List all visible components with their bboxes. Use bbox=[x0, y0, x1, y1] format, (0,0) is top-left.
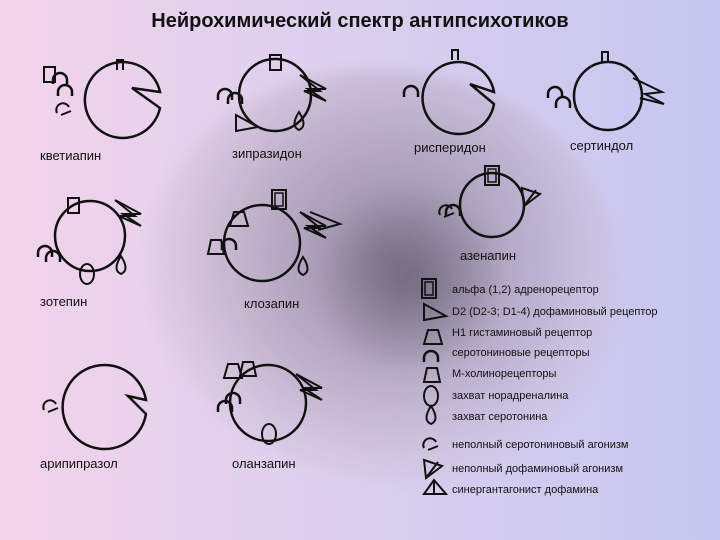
neuron-olanzapine bbox=[218, 362, 322, 444]
neuron-asenapine bbox=[439, 166, 540, 237]
label-olanzapine: оланзапин bbox=[232, 456, 296, 471]
label-zotepine: зотепин bbox=[40, 294, 87, 309]
label-ziprasidone: зипразидон bbox=[232, 146, 302, 161]
legend-label-d2: D2 (D2-3; D1-4) дофаминовый рецептор bbox=[452, 306, 658, 318]
label-clozapine: клозапин bbox=[244, 296, 299, 311]
legend-label-alpha: альфа (1,2) адренорецептор bbox=[452, 284, 599, 296]
neuron-ziprasidone bbox=[218, 55, 326, 131]
legend-label-partial-5ht: неполный серотониновый агонизм bbox=[452, 439, 628, 451]
legend-label-synergist: синергантагонист дофамина bbox=[452, 484, 598, 496]
legend-label-h1: H1 гистаминовый рецептор bbox=[452, 327, 592, 339]
label-aripiprazole: арипипразол bbox=[40, 456, 118, 471]
label-asenapine: азенапин bbox=[460, 248, 516, 263]
legend-label-partial-da: неполный дофаминовый агонизм bbox=[452, 463, 623, 475]
legend-label-5ht-reuptake: захват серотонина bbox=[452, 411, 547, 423]
legend-label-ne-reuptake: захват норадреналина bbox=[452, 390, 568, 402]
neuron-quetiapine bbox=[44, 60, 160, 138]
neuron-aripiprazole bbox=[43, 365, 146, 449]
legend-label-serotonin: серотониновые рецепторы bbox=[452, 347, 590, 359]
legend-label-m-cholino: М-холинорецепторы bbox=[452, 368, 556, 380]
label-sertindole: сертиндол bbox=[570, 138, 633, 153]
neuron-risperidone bbox=[404, 50, 494, 134]
legend-icons bbox=[422, 279, 446, 494]
neuron-clozapine bbox=[208, 190, 340, 281]
neuron-zotepine bbox=[38, 198, 141, 284]
label-quetiapine: кветиапин bbox=[40, 148, 101, 163]
label-risperidone: рисперидон bbox=[414, 140, 486, 155]
neuron-sertindole bbox=[548, 52, 664, 130]
